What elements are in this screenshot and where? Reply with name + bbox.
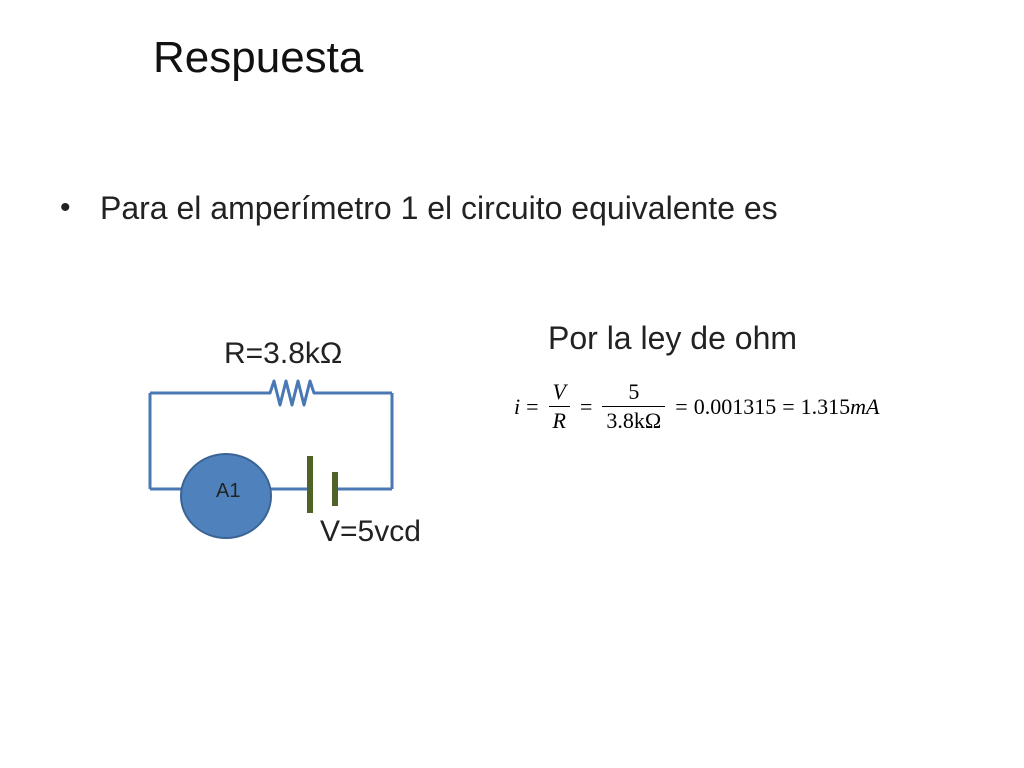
fraction-bar (602, 406, 666, 407)
slide-title: Respuesta (153, 33, 364, 82)
bullet-text: Para el amperímetro 1 el circuito equiva… (100, 190, 778, 226)
current-result-value: 1.315 (800, 393, 851, 419)
fraction-denominator: 3.8kΩ (606, 408, 662, 433)
equals-sign: = (782, 393, 795, 419)
fraction-numerator: 5 (628, 379, 640, 404)
fraction-denominator: R (552, 408, 566, 433)
ohm-law-heading: Por la ley de ohm (548, 320, 798, 356)
ammeter-label: A1 (216, 480, 241, 502)
fraction-bar (548, 406, 570, 407)
resistor-label: R=3.8kΩ (224, 337, 343, 370)
current-decimal-value: 0.001315 (693, 393, 777, 419)
equals-sign: = (675, 393, 688, 419)
ohm-formula: i = V R = 5 3.8kΩ = 0.001315 = 1.315 mA (514, 378, 879, 435)
voltage-source-label: V=5vcd (320, 515, 421, 548)
resistor-symbol (262, 379, 318, 407)
equals-sign: = (580, 393, 593, 419)
current-symbol: i (514, 393, 521, 419)
ammeter-circle (180, 453, 272, 539)
equals-sign: = (526, 393, 539, 419)
bullet-icon: • (60, 191, 71, 224)
fraction-v-over-r: V R (548, 378, 570, 435)
current-result-unit: mA (850, 393, 880, 419)
fraction-numerator: V (552, 379, 566, 404)
circuit-wires (148, 391, 394, 491)
fraction-values: 5 3.8kΩ (602, 378, 666, 435)
